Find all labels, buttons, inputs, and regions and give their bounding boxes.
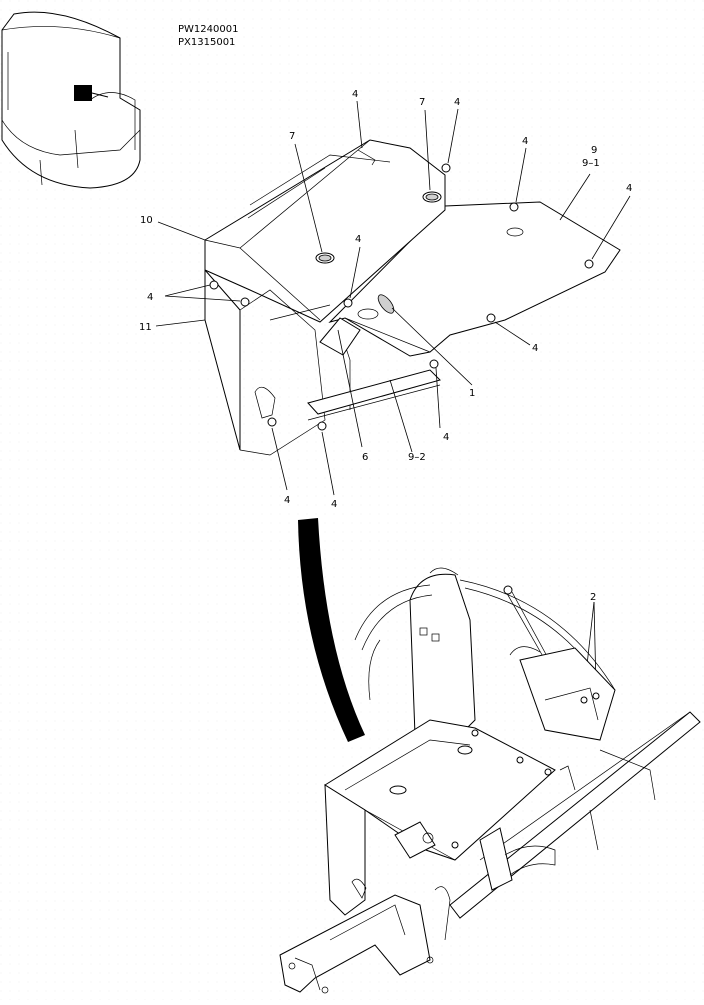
bolt-icon (209, 280, 219, 290)
bolt-icon (592, 692, 600, 700)
callout-4: 4 (284, 495, 290, 506)
highlight-part-icon (74, 85, 92, 101)
callout-4: 4 (355, 234, 361, 245)
callout-4: 4 (532, 343, 538, 354)
bolt-icon (509, 202, 519, 212)
callout-9-1: 9–1 (582, 158, 600, 169)
callout-labels: 4 7 4 4 7 9 9–1 4 10 4 4 11 4 1 4 6 9–2 … (139, 89, 632, 603)
bolt-icon (240, 297, 250, 307)
callout-11: 11 (139, 322, 152, 333)
callout-7: 7 (419, 97, 425, 108)
machine-thumbnail (1, 11, 141, 189)
callout-4: 4 (454, 97, 460, 108)
bolt-icon (471, 729, 479, 737)
callout-4: 4 (626, 183, 632, 194)
bolt-icon (429, 359, 439, 369)
callout-6: 6 (362, 452, 368, 463)
exploded-cover-assembly (204, 139, 621, 456)
bolt-icon (317, 421, 327, 431)
bolt-icon (584, 259, 594, 269)
callout-2: 2 (590, 592, 596, 603)
callout-1: 1 (469, 388, 475, 399)
bolt-icon (451, 841, 459, 849)
bolt-icon (580, 696, 588, 704)
callout-4: 4 (147, 292, 153, 303)
bolt-icon (441, 163, 451, 173)
callout-4: 4 (522, 136, 528, 147)
bolt-icon (544, 768, 552, 776)
floor-cover-slot (377, 294, 395, 314)
bolt-icon (516, 756, 524, 764)
grommet-icon (318, 254, 332, 262)
installed-assembly-view (279, 567, 701, 994)
model-code-2: PX1315001 (178, 37, 235, 48)
assembly-arrow (298, 518, 365, 742)
callout-4: 4 (331, 499, 337, 510)
callout-4: 4 (443, 432, 449, 443)
grommet-icon (425, 193, 439, 201)
model-code-1: PW1240001 (178, 24, 238, 35)
bolt-icon (267, 417, 277, 427)
callout-9: 9 (591, 145, 597, 156)
callout-4: 4 (352, 89, 358, 100)
callout-7: 7 (289, 131, 295, 142)
bolt-icon (486, 313, 496, 323)
callout-10: 10 (140, 215, 153, 226)
callout-9-2: 9–2 (408, 452, 426, 463)
bolt-icon (343, 298, 353, 308)
